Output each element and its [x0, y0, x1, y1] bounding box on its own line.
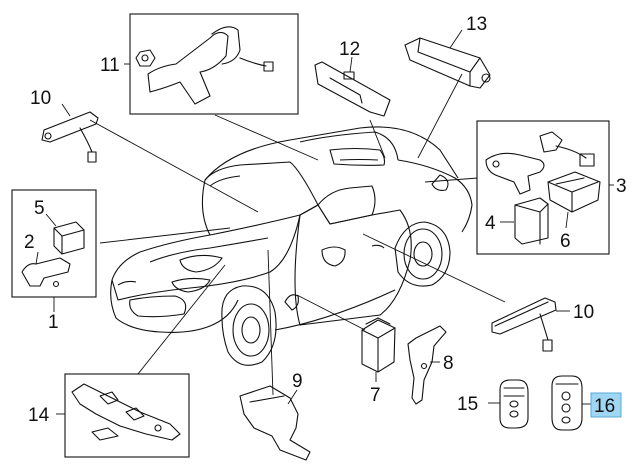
callout-10-right: 10: [573, 302, 594, 323]
part-8-bracket: [407, 325, 447, 405]
part-1-group-frame: [11, 189, 97, 312]
callout-4: 4: [485, 213, 496, 234]
callout-2: 2: [24, 232, 35, 253]
callout-15: 15: [457, 394, 478, 415]
callout-6: 6: [560, 231, 571, 252]
part-12-bracket: [314, 56, 391, 117]
part-3-group-frame: [476, 120, 614, 255]
callout-1: 1: [48, 312, 59, 333]
callout-8: 8: [443, 353, 454, 374]
part-13-bracket: [404, 29, 491, 89]
callout-10-left: 10: [30, 88, 51, 109]
part-10-antenna-left: [41, 103, 99, 163]
callout-3: 3: [616, 176, 627, 197]
callout-13: 13: [466, 14, 487, 35]
callout-12: 12: [339, 39, 360, 60]
part-11-group-frame: [124, 13, 299, 115]
leader-lines: [89, 73, 506, 396]
part-16-key: [551, 375, 591, 431]
callout-9: 9: [292, 371, 303, 392]
callout-16: 16: [594, 396, 615, 417]
part-14-group-frame: [56, 373, 190, 458]
callout-labels: 13 12 11 10 3 5 4 2 6 1 10 8 9 7 15 16 1…: [24, 14, 627, 426]
part-9-bracket: [239, 385, 311, 461]
callout-14: 14: [28, 405, 50, 426]
car-illustration: [110, 126, 473, 366]
part-7-module: [361, 317, 396, 382]
part-15-key-fob: [488, 379, 529, 429]
callout-7: 7: [370, 385, 381, 406]
part-10-antenna-right: [491, 297, 570, 352]
callout-5: 5: [34, 198, 45, 219]
callout-16-highlight: [590, 392, 622, 418]
callout-11: 11: [100, 55, 120, 76]
